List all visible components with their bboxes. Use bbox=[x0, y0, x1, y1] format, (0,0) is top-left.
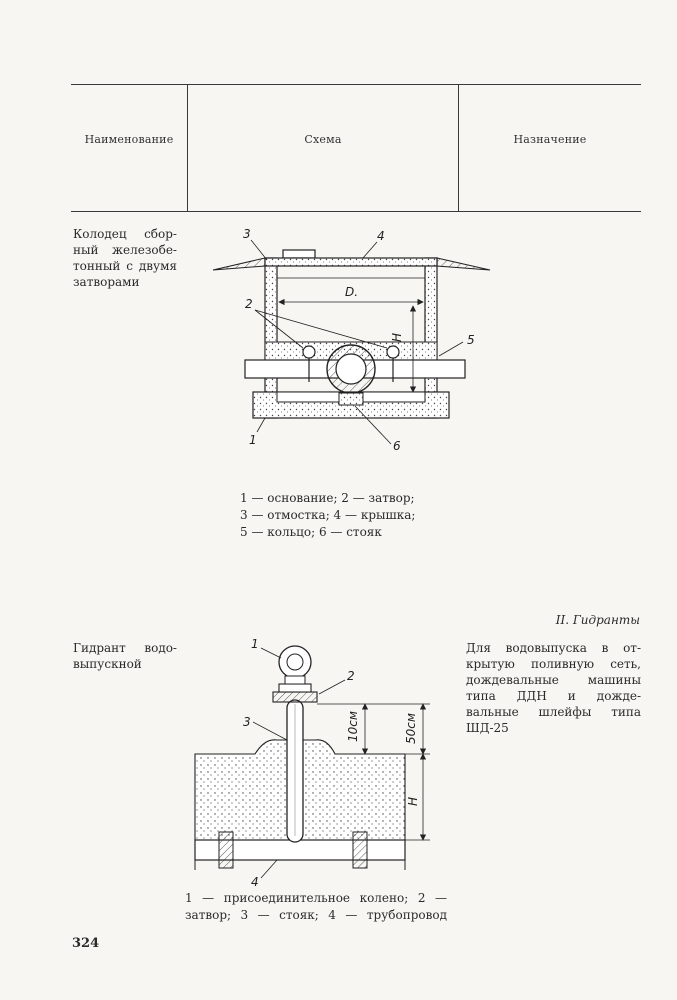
item2-caption: 1 — присоединительное колено; 2 — затвор… bbox=[185, 890, 447, 924]
caption-line: 5 — кольцо; 6 — стояк bbox=[240, 525, 382, 539]
section-title: II. Гидранты bbox=[555, 613, 640, 627]
item1-caption: 1 — основание; 2 — затвор; 3 — отмостка;… bbox=[240, 490, 470, 541]
item1-name-line: Колодец сбор- bbox=[73, 227, 177, 241]
item1-name-line: тонный с двумя bbox=[73, 259, 177, 273]
column-divider bbox=[187, 85, 188, 211]
item2-name: Гидрант водо- выпускной bbox=[73, 640, 177, 672]
ground-right bbox=[436, 257, 491, 271]
item2-name-line: Гидрант водо- bbox=[73, 641, 177, 655]
purpose-line: вальные шлейфы типа bbox=[466, 705, 641, 719]
wall-top bbox=[264, 257, 438, 267]
hydrant-diagram: 1 2 3 4 10см 50см H bbox=[194, 637, 430, 889]
caption-line: 3 — отмостка; 4 — крышка; bbox=[240, 508, 416, 522]
label-3: 3 bbox=[243, 715, 251, 729]
flange-right bbox=[352, 831, 368, 869]
purpose-line: ШД-25 bbox=[466, 721, 509, 735]
item2-name-line: выпускной bbox=[73, 657, 142, 671]
label-2: 2 bbox=[347, 669, 355, 683]
flange-left bbox=[218, 831, 234, 869]
label-d: D. bbox=[345, 285, 358, 299]
purpose-line: типа ДДН и дожде- bbox=[466, 689, 641, 703]
riser-inner bbox=[335, 353, 367, 385]
purpose-line: дождевальные машины bbox=[466, 673, 641, 687]
column-header-scheme: Схема bbox=[304, 133, 342, 146]
cover bbox=[282, 249, 316, 259]
caption-line: 1 — присоединительное колено; 2 — bbox=[185, 891, 447, 905]
label-2: 2 bbox=[245, 297, 253, 311]
column-header-purpose: Назначение bbox=[513, 133, 587, 146]
purpose-line: Для водовыпуска в от- bbox=[466, 641, 641, 655]
label-6: 6 bbox=[393, 439, 401, 452]
caption-line: 1 — основание; 2 — затвор; bbox=[240, 491, 415, 505]
column-divider bbox=[458, 85, 459, 211]
label-h: H bbox=[406, 797, 420, 806]
item1-name: Колодец сбор- ный железобе- тонный с дву… bbox=[73, 226, 177, 290]
label-4: 4 bbox=[377, 229, 385, 243]
gate bbox=[272, 691, 318, 703]
page-number: 324 bbox=[72, 936, 100, 951]
dim-10cm: 10см bbox=[346, 711, 360, 742]
label-4: 4 bbox=[251, 875, 259, 889]
caption-line: затвор; 3 — стояк; 4 — трубопровод bbox=[185, 908, 447, 922]
label-5: 5 bbox=[467, 333, 475, 347]
gate-left bbox=[302, 345, 316, 359]
item1-name-line: ный железобе- bbox=[73, 243, 177, 257]
ground-left bbox=[212, 257, 266, 271]
well-diagram: 3 4 2 5 1 6 D. H bbox=[212, 227, 491, 452]
gate-right bbox=[386, 345, 400, 359]
column-header-name: Наименование bbox=[84, 133, 174, 146]
dim-50cm: 50см bbox=[404, 713, 418, 744]
riser-support bbox=[338, 392, 364, 406]
purpose-line: крытую поливную сеть, bbox=[466, 657, 641, 671]
label-3: 3 bbox=[243, 227, 251, 241]
label-h: H bbox=[390, 333, 404, 342]
label-1: 1 bbox=[251, 637, 259, 651]
item2-purpose: Для водовыпуска в от- крытую поливную се… bbox=[466, 640, 641, 736]
table-header: Наименование Схема Назначение bbox=[71, 84, 641, 212]
item1-name-line: затворами bbox=[73, 275, 140, 289]
label-1: 1 bbox=[249, 433, 257, 447]
